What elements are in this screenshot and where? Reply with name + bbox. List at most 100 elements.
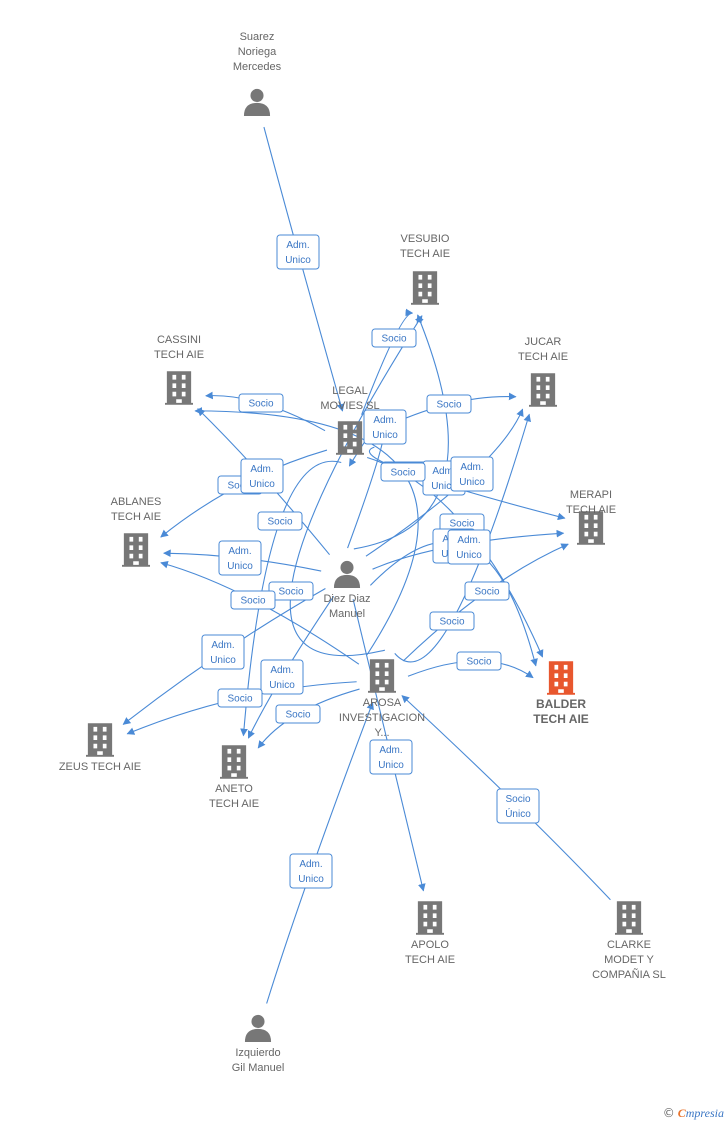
edge-label-diez-to-apolo[interactable]: Adm.Unico (369, 739, 413, 775)
edge-label-text: Socio (381, 334, 406, 345)
edge-label-text: Unico (210, 655, 236, 666)
edge-label-diez-to-legal[interactable]: Adm. Unico (363, 409, 407, 445)
edge-label-arosa-to-vesubio[interactable]: Socio (268, 581, 314, 601)
node-arosa[interactable]: AROSAINVESTIGACIONY... (339, 659, 425, 739)
edge-label-text: Único (505, 807, 531, 820)
edge-label-arosa-to-balder[interactable]: Socio (456, 651, 502, 671)
edge-label-text: Socio (449, 519, 474, 530)
node-label-line: TECH AIE (209, 798, 259, 810)
edge-label-arosa-to-jucar[interactable]: Socio (429, 611, 475, 631)
node-zeus[interactable]: ZEUS TECH AIE (59, 723, 141, 773)
person-icon (333, 560, 361, 588)
edge-label-diez-to-jucar[interactable]: Adm.Unico (450, 456, 494, 492)
edge-label-diez-to-cassini[interactable]: Adm.Unico (240, 458, 284, 494)
edge-label-text: Adm. (432, 466, 455, 477)
edge-label-izquierdo-to-arosa[interactable]: Adm.Unico (289, 853, 333, 889)
node-label-line: APOLO (411, 939, 449, 951)
node-label-line: Noriega (238, 46, 277, 58)
building-icon (368, 659, 396, 693)
edge-label-text: Adm. (379, 745, 402, 756)
building-icon (220, 745, 248, 779)
node-label-line: TECH AIE (533, 712, 589, 726)
edge-izquierdo-to-arosa (266, 701, 374, 1004)
node-aneto[interactable]: ANETO TECH AIE (209, 745, 259, 810)
edge-label-text: Unico (298, 874, 324, 885)
edge-label-text: Socio (436, 400, 461, 411)
node-label-line: Suarez (240, 31, 275, 43)
edge-label-text: Adm. (270, 665, 293, 676)
edge-label-arosa-to-zeus[interactable]: Socio (217, 688, 263, 708)
edge-label-arosa-to-ablanes[interactable]: Socio (230, 590, 276, 610)
edge-label-arosa-to-merapi[interactable]: Socio (464, 581, 510, 601)
edge-label-arosa-to-aneto[interactable]: Socio (275, 704, 321, 724)
edge-label-text: Unico (372, 430, 398, 441)
node-merapi[interactable]: MERAPI TECH AIE (566, 489, 616, 545)
node-label-line: AROSA (363, 697, 402, 709)
copyright-symbol: © (662, 1106, 675, 1120)
edge-label-text: Socio (240, 596, 265, 607)
node-label-line: ANETO (215, 783, 253, 795)
node-label-line: CLARKE (607, 939, 651, 951)
building-icon (529, 373, 557, 407)
edge-label-text: Socio (439, 617, 464, 628)
edge-label-legal-to-cassini[interactable]: Socio (238, 393, 284, 413)
edge-label-text: Adm. (286, 240, 309, 251)
edge-label-text: Socio (267, 517, 292, 528)
building-icon (411, 271, 439, 305)
edge-label-text: Socio (227, 694, 252, 705)
brand-name: mpresia (685, 1106, 724, 1120)
node-label-line: MERAPI (570, 489, 612, 501)
building-icon (416, 901, 444, 935)
edge-label-text: Adm. (211, 640, 234, 651)
node-apolo[interactable]: APOLO TECH AIE (405, 901, 455, 966)
building-icon (122, 533, 150, 567)
node-label-line: Mercedes (233, 61, 282, 73)
edge-label-text: Adm. (457, 535, 480, 546)
edge-label-text: Socio (248, 399, 273, 410)
node-label-line: Manuel (329, 608, 365, 620)
edge-label-text: Adm. (228, 546, 251, 557)
edge-label-diez-to-zeus[interactable]: Adm. Unico (201, 634, 245, 670)
node-vesubio[interactable]: VESUBIO TECH AIE (400, 233, 450, 305)
edge-label-text: Adm. (250, 464, 273, 475)
edge-label-text: Unico (431, 481, 457, 492)
edge-label-arosa-to-cassini[interactable]: Socio (380, 462, 426, 482)
edge-label-legal-to-aneto[interactable]: Socio (257, 511, 303, 531)
node-label-line: TECH AIE (518, 351, 568, 363)
node-label-line: BALDER (536, 697, 586, 711)
edge-label-text: Unico (269, 680, 295, 691)
node-label-line: TECH AIE (566, 504, 616, 516)
node-label-line: TECH AIE (400, 248, 450, 260)
edge-label-text: Adm. (373, 415, 396, 426)
edge-label-text: Socio (505, 794, 530, 805)
node-label-line: COMPAÑIA SL (592, 968, 666, 981)
edge-label-suarez-to-legal[interactable]: Adm.Unico (276, 234, 320, 270)
brand-footer: ©Cmpresia (663, 1106, 724, 1121)
edge-label-text: Unico (227, 561, 253, 572)
node-label-line: MOVIES SL (320, 400, 379, 412)
node-label-line: CASSINI (157, 334, 201, 346)
building-icon (615, 901, 643, 935)
node-label-line: VESUBIO (401, 233, 450, 245)
person-icon (243, 88, 271, 116)
edge-label-legal-to-vesubio[interactable]: Socio (371, 328, 417, 348)
edge-label-diez-to-ablanes[interactable]: Adm. Unico (218, 540, 262, 576)
brand-initial: C (677, 1106, 686, 1120)
edge-label-legal-to-jucar[interactable]: Socio (426, 394, 472, 414)
node-label-line: TECH AIE (405, 954, 455, 966)
edge-label-diez-to-balder[interactable]: Adm.Unico (447, 529, 491, 565)
node-label-line: ABLANES (111, 496, 162, 508)
edge-label-text: Adm. (460, 462, 483, 473)
edge-label-diez-to-aneto[interactable]: Adm. Unico (260, 659, 304, 695)
